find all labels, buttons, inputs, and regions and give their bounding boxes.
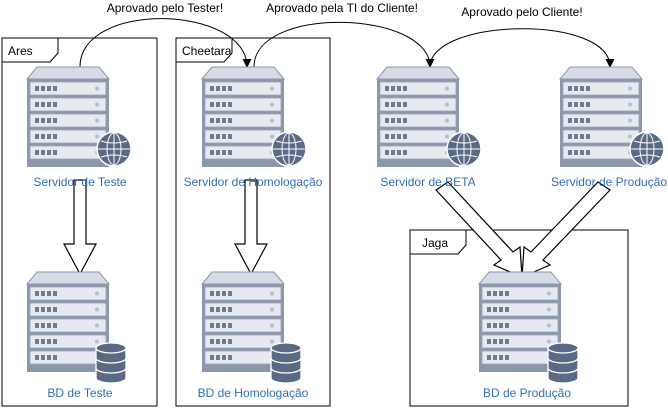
frame-label-ares: Ares xyxy=(8,44,33,58)
globe-icon xyxy=(271,131,307,167)
node-label-bd-homologacao: BD de Homologação xyxy=(198,386,309,400)
node-label-servidor-teste: Servidor de Teste xyxy=(33,175,126,189)
edge-teste-to-homologacao xyxy=(79,18,252,68)
block-arrow-producao-to-bd xyxy=(521,181,611,278)
node-label-servidor-producao: Servidor de Produção xyxy=(551,175,667,189)
web-server-producao xyxy=(559,66,665,168)
database-icon xyxy=(95,342,127,384)
globe-icon xyxy=(96,131,132,167)
node-label-bd-teste: BD de Teste xyxy=(47,386,112,400)
block-arrow-homologacao-to-bd xyxy=(234,179,268,276)
web-server-beta xyxy=(376,66,482,168)
edge-label-aprovado-cliente: Aprovado pelo Cliente! xyxy=(461,5,582,19)
block-arrow-beta-to-bd xyxy=(435,181,523,278)
globe-icon xyxy=(629,131,665,167)
block-arrow-teste-to-bd xyxy=(63,179,97,276)
edge-beta-to-producao xyxy=(429,28,615,68)
database-icon xyxy=(270,342,302,384)
node-label-servidor-beta: Servidor de BETA xyxy=(380,175,475,189)
edge-homologacao-to-beta xyxy=(253,21,435,68)
globe-icon xyxy=(446,131,482,167)
node-label-bd-producao: BD de Produção xyxy=(483,386,571,400)
edge-label-aprovado-tester: Aprovado pelo Tester! xyxy=(107,1,224,15)
frame-label-cheetara: Cheetara xyxy=(182,44,232,58)
node-label-servidor-homologacao: Servidor de Homologação xyxy=(184,175,323,189)
database-icon xyxy=(547,342,579,384)
frame-label-jaga: Jaga xyxy=(422,236,448,250)
edge-label-aprovado-ti-cliente: Aprovado pela TI do Cliente! xyxy=(266,1,418,15)
